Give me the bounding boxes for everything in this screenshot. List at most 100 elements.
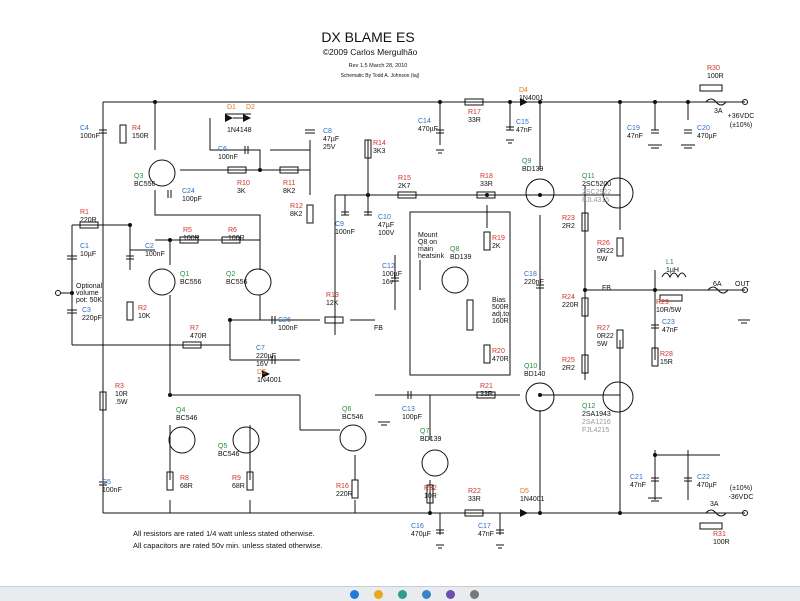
label-c7-0: C7 [256,345,265,352]
label-r25-0: R25 [562,357,575,364]
diode-d2 [243,114,251,122]
label-c26-1: 100nF [278,325,298,332]
label-c24-0: C24 [182,188,195,195]
resistor-r6-body [221,236,241,244]
label-r26-0: R26 [597,240,610,247]
label-c2-0: C2 [145,243,154,250]
label-f_neg-0: 3A [710,501,719,508]
transistor-q3-symbol [148,159,176,187]
label-c12-2: 16v [382,279,394,286]
terminal-positive [742,99,748,105]
label-r3-1: 10R [115,391,128,398]
label-c10-1: 47µF [378,222,394,229]
annotation-volume_note-1: volume [76,290,99,297]
label-r18-1: 33R [480,181,493,188]
label-r22-0: R22 [468,488,481,495]
label-r3-0: R3 [115,383,124,390]
label-d3-1: 1N4001 [257,377,282,384]
feedback-label-2: FB [602,285,611,292]
label-r31-0: R31 [713,531,726,538]
label-c16-0: C16 [411,523,424,530]
label-q11-1: 2SC5200 [582,181,611,188]
label-r15-0: R15 [398,175,411,182]
label-q6-0: Q6 [342,406,351,413]
label-r14-1: 3K3 [373,148,386,155]
capacitor-c7 [271,356,276,364]
label-c22-0: C22 [697,474,710,481]
annotation-volume_note-2: pot: 50K [76,297,102,304]
settings-icon[interactable] [470,590,479,599]
transistor-q4-symbol [168,426,196,454]
label-r24-1: 220R [562,302,579,309]
label-r23-1: 2R2 [562,223,575,230]
transistor-q11-symbol [602,177,634,209]
label-d12-0: 1N4148 [227,127,252,134]
annotation-mount_note-2: main [418,246,433,253]
resistor-r19-body [483,231,491,251]
label-r3-2: .5W [115,399,128,406]
ground-symbols [378,139,750,549]
label-c5-0: C5 [102,479,111,486]
label-r16-1: 220R [336,491,353,498]
capacitor-c6 [244,146,249,154]
label-c22-1: 470µF [697,482,717,489]
note-capacitors: All capacitors are rated 50v min. unless… [133,541,323,550]
label-r30-1: 100R [707,73,724,80]
note-resistors: All resistors are rated 1/4 watt unless … [133,529,315,538]
label-r19-0: R19 [492,235,505,242]
label-q12-0: Q12 [582,403,595,410]
resistor-r26-body [616,237,624,257]
folder-icon[interactable] [374,590,383,599]
rail-negative-tolerance: (±10%) [730,485,753,492]
label-r21-1: 33R [480,391,493,398]
capacitor-c21 [651,477,659,482]
rail-negative-voltage: -36VDC [729,494,754,501]
capacitor-c2 [126,255,134,260]
resistor-r29-body [659,294,683,302]
label-f_out-0: 6A [713,281,722,288]
label-c7-1: 220µF [256,353,276,360]
mail-icon[interactable] [398,590,407,599]
capacitor-c19 [651,129,659,134]
store-icon[interactable] [422,590,431,599]
schematic-title: DX BLAME ES [321,29,414,45]
label-c14-1: 470µF [418,126,438,133]
resistor-r31-body [699,522,723,530]
label-r28-1: 15R [660,359,673,366]
label-c6-0: C6 [218,146,227,153]
label-r17-0: R17 [468,109,481,116]
label-r27-0: R27 [597,325,610,332]
label-c16-1: 470µF [411,531,431,538]
label-c9-1: 100nF [335,229,355,236]
transistor-q12-symbol [602,381,634,413]
label-c12-1: 100µF [382,271,402,278]
label-c20-0: C20 [697,125,710,132]
resistor-r9-body [246,471,254,491]
label-c10-2: 100V [378,230,395,237]
resistor-r23-body [581,212,589,232]
capacitor-c22 [684,477,692,482]
label-q8-0: Q8 [450,246,459,253]
label-q3-0: Q3 [134,173,143,180]
fuse-output [707,286,729,294]
label-c18-0: C18 [524,271,537,278]
label-r13-1: 12K [326,300,339,307]
label-r29-0: R29 [656,299,669,306]
label-r1-1: 220R [80,217,97,224]
label-c3-0: C3 [82,307,91,314]
label-r13-0: R13 [326,292,339,299]
diode-d4 [520,98,528,106]
resistor-r18-body [476,191,496,199]
label-r31-1: 100R [713,539,730,546]
label-r19-1: 2K [492,243,501,250]
browser-icon[interactable] [350,590,359,599]
label-r9-0: R9 [232,475,241,482]
capacitor-c13 [407,391,412,399]
app-icon[interactable] [446,590,455,599]
label-c9-0: C9 [335,221,344,228]
label-r2-1: 10K [138,313,151,320]
rail-positive-voltage: +36VDC [728,113,755,120]
label-r24-0: R24 [562,294,575,301]
label-c23-0: C23 [662,319,675,326]
